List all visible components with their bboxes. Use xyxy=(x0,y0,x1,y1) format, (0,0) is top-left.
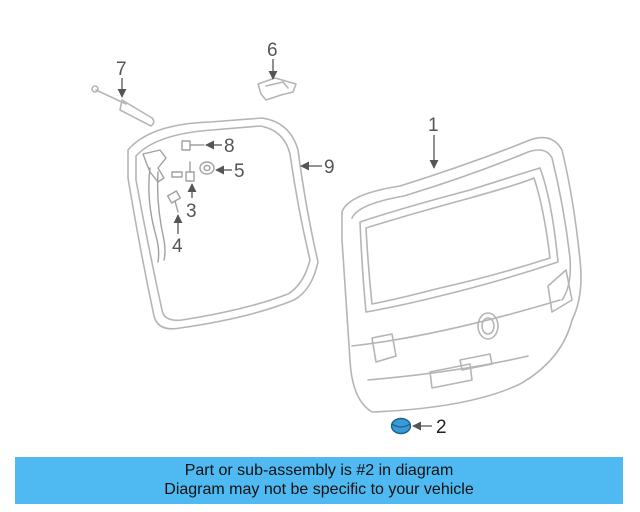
bracket-part[interactable] xyxy=(257,77,297,101)
gas-strut-part[interactable] xyxy=(91,85,155,127)
callout-8: 8 xyxy=(224,136,235,157)
nut-part-5[interactable] xyxy=(199,161,215,175)
liftgate-glass-part[interactable] xyxy=(127,117,319,330)
banner-line-2: Diagram may not be specific to your vehi… xyxy=(164,481,474,498)
callout-5: 5 xyxy=(234,161,245,182)
banner-line-1: Part or sub-assembly is #2 in diagram xyxy=(184,462,454,479)
callout-9: 9 xyxy=(324,157,335,178)
bolt-part-8[interactable] xyxy=(181,140,205,151)
callout-1: 1 xyxy=(428,115,439,136)
parts-diagram: 7 6 9 8 5 3 4 xyxy=(91,40,582,438)
liftgate-part[interactable] xyxy=(341,136,582,413)
callout-7: 7 xyxy=(116,59,127,80)
bolt-part-4[interactable] xyxy=(166,190,182,213)
hinge-part[interactable] xyxy=(142,149,183,263)
callout-4: 4 xyxy=(172,236,183,257)
cap-part-2[interactable] xyxy=(390,417,412,435)
info-banner: Part or sub-assembly is #2 in diagram Di… xyxy=(15,457,623,504)
callout-6: 6 xyxy=(267,40,278,61)
callout-3: 3 xyxy=(186,201,197,222)
callout-2: 2 xyxy=(436,417,447,438)
bolt-part-3[interactable] xyxy=(185,161,195,182)
